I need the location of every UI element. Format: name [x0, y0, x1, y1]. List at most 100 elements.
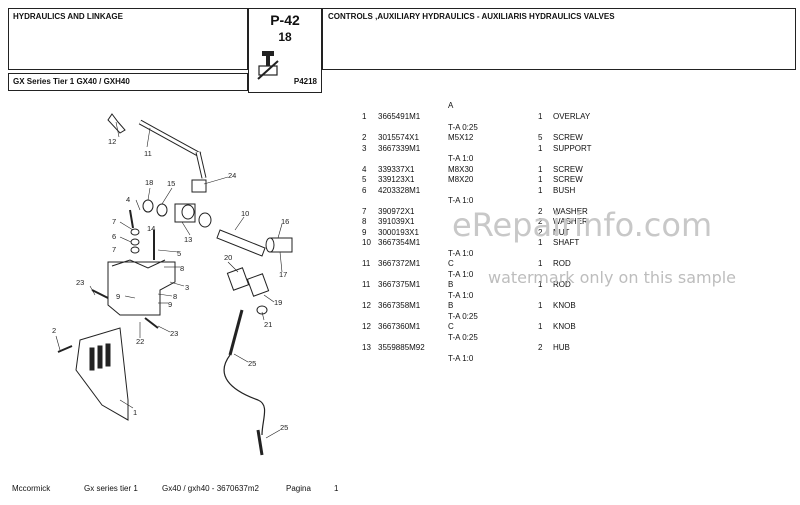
part-part: 339337X1 — [378, 164, 415, 174]
part-part: 3000193X1 — [378, 227, 419, 237]
part-ref: 1 — [362, 112, 367, 121]
shaft-10-shape — [216, 229, 266, 257]
footer-page-value: 1 — [334, 484, 339, 493]
callout-25a: 25 — [248, 359, 256, 368]
overlay-1-shape — [75, 327, 129, 421]
part-note: T-A 0:25 — [448, 332, 478, 342]
part-spec: M8X20 — [448, 175, 474, 184]
part-ref: 12 — [362, 301, 371, 310]
part-note: T-A 1:0 — [448, 290, 474, 300]
part-part: 4203328M1 — [378, 185, 421, 195]
callout-7a: 7 — [112, 217, 116, 226]
callout-11: 11 — [144, 149, 152, 158]
callout-23b: 23 — [170, 329, 178, 338]
tractor-lever-icon — [257, 51, 279, 80]
part-note: T-A 1:0 — [448, 154, 474, 163]
part-desc: OVERLAY — [553, 112, 591, 121]
part-qty: 1 — [538, 175, 543, 184]
part-part: 391039X1 — [378, 217, 415, 226]
part-ref: 9 — [362, 227, 367, 237]
callout-5: 5 — [177, 249, 181, 258]
callout-19: 19 — [274, 298, 282, 307]
part-desc: KNOB — [553, 322, 576, 331]
part-spec: C — [448, 322, 454, 331]
part-qty: 1 — [538, 301, 543, 310]
part-part: 3667354M1 — [378, 238, 421, 247]
part-ref: 4 — [362, 164, 367, 174]
part-desc: SHAFT — [553, 238, 580, 247]
callout-21: 21 — [264, 320, 272, 329]
callout-6: 6 — [112, 232, 116, 241]
callout-9a: 9 — [168, 300, 172, 309]
part-part: 339123X1 — [378, 175, 415, 184]
part-qty: 1 — [538, 143, 543, 153]
footer-series: Gx series tier 1 — [84, 484, 138, 493]
page-code: P-42 — [270, 12, 300, 28]
part-qty: 5 — [538, 133, 543, 142]
title-header-box: CONTROLS ,AUXILIARY HYDRAULICS - AUXILIA… — [322, 8, 796, 70]
part-qty: 1 — [538, 322, 543, 331]
bush-24-shape — [191, 179, 207, 193]
callout-7b: 7 — [112, 245, 116, 254]
part-qty: 1 — [538, 238, 543, 247]
part-part: 3667360M1 — [378, 322, 421, 331]
part-spec: M8X30 — [448, 164, 474, 174]
callout-14: 14 — [147, 224, 155, 233]
section-title: HYDRAULICS AND LINKAGE — [13, 12, 123, 21]
part-desc: SUPPORT — [553, 143, 592, 153]
part-ref: 11 — [362, 280, 371, 289]
watermark-main: eRepairinfo.com — [452, 206, 713, 244]
part-ref: 3 — [362, 143, 367, 153]
part-spec: B — [448, 280, 454, 289]
callout-16: 16 — [281, 217, 289, 226]
part-desc: ROD — [553, 280, 571, 289]
page-title: CONTROLS ,AUXILIARY HYDRAULICS - AUXILIA… — [328, 12, 615, 21]
part-spec: B — [448, 301, 454, 310]
part-note: T-A 1:0 — [448, 269, 474, 279]
page-code-box: P-42 18 P4218 — [248, 8, 322, 93]
part-ref: 7 — [362, 206, 367, 216]
part-ref: 5 — [362, 175, 367, 184]
callout-12: 12 — [108, 137, 116, 146]
exploded-parts-diagram: 12 11 24 18 15 4 10 16 7 14 6 13 7 5 17 … — [52, 113, 293, 456]
part-note: T-A 1:0 — [448, 353, 474, 363]
part-ref: 12 — [362, 322, 371, 331]
part-desc: NUT — [553, 227, 570, 237]
part-note: T-A 0:25 — [448, 311, 478, 321]
part-part: 3667375M1 — [378, 280, 421, 289]
callout-10: 10 — [241, 209, 249, 218]
watermark-sub: watermark only on this sample — [488, 268, 737, 287]
part-spec: C — [448, 259, 454, 268]
part-qty: 1 — [538, 185, 543, 195]
part-part: 3667339M1 — [378, 143, 421, 153]
part-part: 3667372M1 — [378, 259, 421, 268]
part-ref: 10 — [362, 238, 371, 247]
callout-18: 18 — [145, 178, 153, 187]
series-box: GX Series Tier 1 GX40 / GXH40 — [8, 73, 248, 91]
callout-8a: 8 — [180, 264, 184, 273]
part-desc: HUB — [553, 343, 570, 352]
part-ref: 2 — [362, 133, 367, 142]
callout-13: 13 — [184, 235, 192, 244]
part-desc: BUSH — [553, 185, 576, 195]
part-qty: 2 — [538, 206, 543, 216]
part-part: 3015574X1 — [378, 133, 419, 142]
callout-25b: 25 — [280, 423, 288, 432]
part-qty: 2 — [538, 343, 543, 352]
part-ref: 13 — [362, 343, 371, 352]
part-qty: 2 — [538, 217, 543, 226]
part-desc: SCREW — [553, 133, 583, 142]
callout-8b: 8 — [173, 292, 177, 301]
part-qty: 2 — [538, 227, 543, 237]
callout-24: 24 — [228, 171, 236, 180]
callout-1: 1 — [133, 408, 137, 417]
part-part: 3667358M1 — [378, 301, 421, 310]
callout-23a: 23 — [76, 278, 84, 287]
part-qty: 1 — [538, 164, 543, 174]
part-part: 3559885M92 — [378, 343, 425, 352]
callout-22: 22 — [136, 337, 144, 346]
callout-4: 4 — [126, 195, 130, 204]
footer-page-label: Pagina — [286, 484, 311, 493]
part-desc: WASHER — [553, 206, 588, 216]
callout-20: 20 — [224, 253, 232, 262]
